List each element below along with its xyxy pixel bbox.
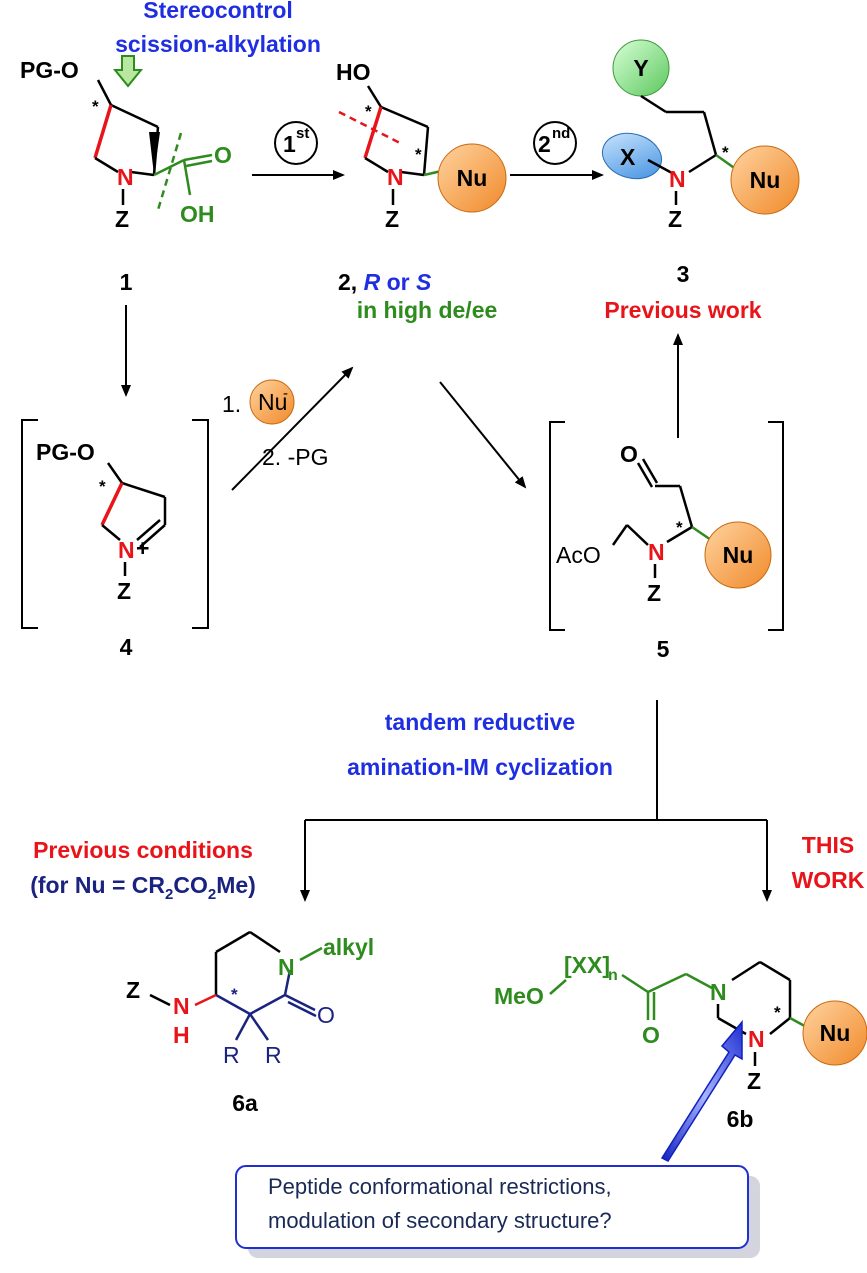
c4-pg-o: PG-O	[36, 439, 95, 465]
c1-oh: OH	[180, 201, 215, 227]
c1-star: *	[92, 97, 99, 116]
note-text: Peptide conformational restrictions, mod…	[238, 1170, 768, 1238]
c1-z: Z	[115, 206, 129, 232]
arrow-2-to-5	[439, 381, 527, 489]
compound-3-sublabel: Previous work	[604, 297, 761, 323]
c5-star: *	[676, 518, 683, 537]
c4-z: Z	[117, 578, 131, 604]
compound-2-sublabel: in high de/ee	[357, 297, 498, 323]
c6a-star: *	[231, 985, 238, 1004]
c6b-o: O	[642, 1022, 660, 1048]
c3-y: Y	[633, 55, 648, 81]
compound-6a-label: 6a	[232, 1090, 258, 1116]
step-2-number: 2	[538, 131, 551, 157]
c5-n: N	[648, 539, 665, 565]
note-box	[235, 1165, 749, 1249]
compound-6b-label: 6b	[727, 1106, 754, 1132]
c4-plus: +	[136, 535, 149, 561]
c6a-r1: R	[223, 1042, 240, 1068]
compound-6b-structure: MeO [XX] n O N * N Z Nu	[494, 952, 867, 1094]
c2-nu-ball	[437, 143, 507, 213]
c6a-r2: R	[265, 1042, 282, 1068]
c6b-z: Z	[747, 1068, 761, 1094]
c6a-nh-h: H	[173, 1022, 190, 1048]
note-line1: Peptide conformational restrictions,	[268, 1174, 612, 1199]
compound-3-structure: Y * X N Z Nu	[601, 39, 800, 232]
c3-star: *	[722, 143, 729, 162]
arrow-4-to-2	[231, 366, 354, 491]
c6b-star: *	[774, 1003, 781, 1022]
nu-minus-ball	[249, 379, 295, 425]
previous-conditions-line1: Previous conditions	[33, 837, 253, 863]
previous-conditions-line2: (for Nu = CR2CO2Me)	[30, 872, 256, 903]
c6a-z: Z	[126, 977, 140, 1003]
c6a-n: N	[278, 954, 295, 980]
c6b-xx: [XX]	[564, 952, 610, 978]
condition-step-1: 1.	[222, 391, 241, 417]
c2-nu: Nu	[457, 165, 488, 191]
c3-x: X	[620, 144, 636, 170]
c2-n: N	[387, 164, 404, 190]
condition-nu: Nu	[258, 389, 287, 415]
c3-nu-ball	[730, 145, 800, 215]
c6b-n-top: N	[710, 979, 727, 1005]
c1-o: O	[214, 142, 232, 168]
c2-ho: HO	[336, 59, 371, 85]
stereocontrol-title-line1: Stereocontrol	[143, 0, 293, 23]
c5-o: O	[620, 441, 638, 467]
compound-2-structure: HO N Z * * Nu	[336, 59, 507, 232]
compound-4-structure: PG-O N + Z *	[21, 419, 209, 629]
c6b-nu-ball	[802, 1000, 867, 1066]
compound-5-label: 5	[657, 636, 670, 662]
step-2-circle	[533, 121, 577, 165]
c3-z: Z	[668, 206, 682, 232]
compound-3-label: 3	[677, 261, 690, 287]
c4-star: *	[99, 477, 106, 496]
highlight-arrow	[660, 1019, 743, 1162]
this-work-line2: WORK	[792, 867, 865, 893]
c1-n: N	[117, 164, 134, 190]
c2-star-1: *	[365, 102, 372, 121]
step-1-circle	[274, 121, 318, 165]
step-1-number: 1	[283, 131, 296, 157]
c6b-meo: MeO	[494, 983, 544, 1009]
step-1-sup: st	[296, 125, 309, 142]
c5-nu: Nu	[723, 542, 754, 568]
compound-1-structure: PG-O N Z * O OH	[20, 55, 232, 232]
note-line2: modulation of secondary structure?	[268, 1208, 612, 1233]
c6b-n-sub: n	[608, 967, 618, 984]
c5-z: Z	[647, 580, 661, 606]
stereocontrol-title-line2: scission-alkylation	[115, 31, 321, 57]
c5-aco: AcO	[556, 542, 601, 568]
c5-nu-ball	[704, 521, 772, 589]
c6a-nh-n: N	[173, 993, 190, 1019]
tandem-line1: tandem reductive	[385, 709, 575, 735]
c3-x-ball	[601, 132, 663, 180]
c4-n: N	[118, 537, 135, 563]
c6b-n-bottom: N	[748, 1026, 765, 1052]
c6a-o: O	[317, 1002, 335, 1028]
this-work-line1: THIS	[802, 832, 854, 858]
c2-z: Z	[385, 206, 399, 232]
compound-1-label: 1	[120, 269, 133, 295]
condition-step-2: 2. -PG	[262, 444, 328, 470]
c2-star-2: *	[415, 145, 422, 164]
step-2-sup: nd	[552, 125, 570, 142]
c3-nu: Nu	[750, 167, 781, 193]
c1-pg-o: PG-O	[20, 57, 79, 83]
compound-2-label: 2, R or S	[338, 269, 432, 295]
c3-n: N	[669, 166, 686, 192]
c6b-nu: Nu	[820, 1020, 851, 1046]
compound-6a-structure: O N alkyl R R * N H Z	[126, 930, 374, 1068]
condition-nu-minus-sign: -	[283, 385, 288, 402]
compound-4-label: 4	[120, 634, 133, 660]
compound-5-structure: O * AcO N Z Nu	[549, 421, 784, 631]
c6a-alkyl: alkyl	[323, 934, 374, 960]
tandem-line2: amination-IM cyclization	[347, 754, 613, 780]
